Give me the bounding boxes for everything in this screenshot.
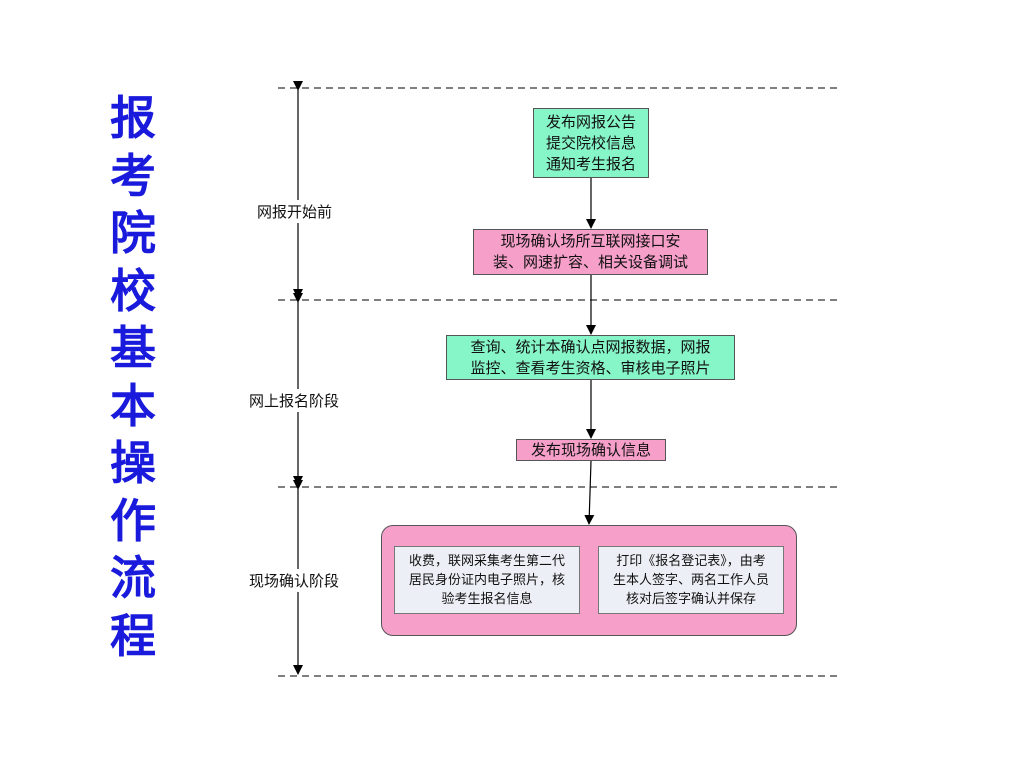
title-char: 操: [110, 436, 156, 490]
title-char: 作: [110, 493, 156, 548]
title-char: 院: [110, 206, 156, 260]
task-line: 收费，联网采集考生第二代: [408, 553, 565, 569]
task-fee-photo-verify: 收费，联网采集考生第二代 居民身份证内电子照片，核 验考生报名信息: [394, 546, 580, 614]
step-site-setup: 现场确认场所互联网接口安 装、网速扩容、相关设备调试: [473, 229, 708, 275]
title-char: 流: [110, 551, 156, 605]
task-print-sign-form: 打印《报名登记表》，由考 生本人签字、两名工作人员 核对后签字确认并保存: [598, 546, 784, 614]
title-char: 本: [110, 378, 156, 433]
step-line: 装、网速扩容、相关设备调试: [492, 253, 688, 271]
task-line: 居民身份证内电子照片，核: [408, 572, 565, 588]
task-line: 验考生报名信息: [441, 591, 533, 607]
title-char: 报: [110, 91, 156, 145]
step-line: 监控、查看考生资格、审核电子照片: [470, 358, 711, 377]
step-query-review: 查询、统计本确认点网报数据，网报 监控、查看考生资格、审核电子照片: [446, 335, 735, 380]
step-line: 现场确认场所互联网接口安: [500, 232, 681, 250]
stage-label-before-online: 网报开始前: [254, 200, 336, 223]
stage-label-online-registration: 网上报名阶段: [246, 389, 343, 412]
title-char: 校: [110, 263, 156, 318]
stage-label-onsite-confirmation: 现场确认阶段: [246, 569, 343, 592]
title-char: 程: [110, 608, 156, 663]
step-publish-announcement: 发布网报公告 提交院校信息 通知考生报名: [533, 108, 649, 178]
diagram-title: 报 考 院 校 基 本 操 作 流 程: [105, 90, 161, 665]
step-line: 发布现场确认信息: [530, 440, 651, 459]
step-line: 查询、统计本确认点网报数据，网报: [470, 337, 711, 356]
flow-arrow-4: [584, 460, 595, 525]
title-char: 考: [110, 148, 156, 203]
step-line: 通知考生报名: [545, 154, 636, 173]
title-char: 基: [110, 321, 156, 375]
step-line: 提交院校信息: [545, 133, 636, 152]
step-line: 发布网报公告: [545, 112, 636, 131]
step-publish-confirmation-info: 发布现场确认信息: [516, 439, 666, 461]
task-line: 生本人签字、两名工作人员: [612, 572, 769, 588]
task-line: 打印《报名登记表》，由考: [616, 553, 766, 569]
onsite-confirmation-group: 收费，联网采集考生第二代 居民身份证内电子照片，核 验考生报名信息 打印《报名登…: [381, 525, 797, 636]
task-line: 核对后签字确认并保存: [625, 591, 756, 607]
